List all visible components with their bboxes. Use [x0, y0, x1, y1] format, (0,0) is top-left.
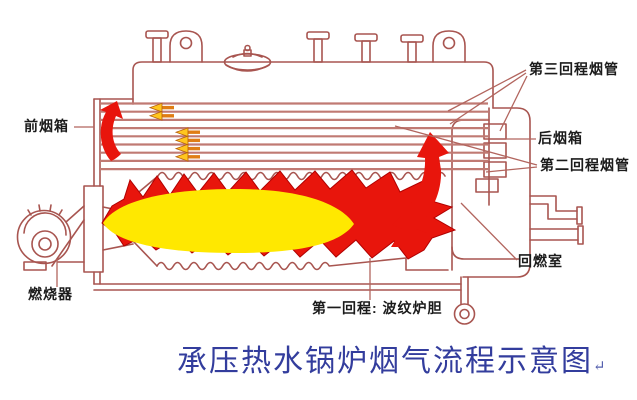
reversal-chamber-outline — [451, 107, 531, 278]
bottom-casing — [93, 276, 476, 325]
front-box-up-arrow — [100, 101, 123, 161]
label-burner: 燃烧器 — [28, 286, 73, 302]
leader-lines — [56, 69, 538, 300]
boiler-outline — [16, 30, 584, 325]
flame-yellow-core — [103, 189, 354, 253]
label-first-pass: 第一回程: 波纹炉胆 — [312, 300, 443, 316]
flue-outlet-ducts — [529, 195, 584, 245]
manhole-dome — [223, 44, 272, 72]
tube-flow-arrows — [148, 102, 200, 162]
label-second-pass-tubes: 第二回程烟管 — [540, 157, 630, 173]
label-third-pass-tubes: 第三回程烟管 — [529, 61, 619, 77]
shell-top — [132, 61, 494, 109]
lifting-lug-right — [432, 30, 466, 63]
label-rear-smoke-box: 后烟箱 — [538, 130, 583, 146]
paragraph-mark: ↵ — [593, 359, 606, 375]
burner-unit — [16, 204, 85, 271]
label-front-smoke-box: 前烟箱 — [24, 118, 69, 134]
smoke-tube-bundle — [100, 102, 488, 171]
front-smoke-box-outline — [83, 98, 134, 285]
diagram-title-text: 承压热水锅炉烟气流程示意图 — [177, 345, 593, 378]
reversal-chamber-up-arrow — [391, 132, 449, 247]
shell-nozzle-fittings — [145, 30, 424, 63]
burner-flame — [101, 169, 457, 260]
diagram-title: 承压热水锅炉烟气流程示意图↵ — [177, 344, 606, 380]
lifting-lug-left — [169, 30, 203, 63]
label-return-combustion-chamber: 回燃室 — [518, 253, 563, 269]
